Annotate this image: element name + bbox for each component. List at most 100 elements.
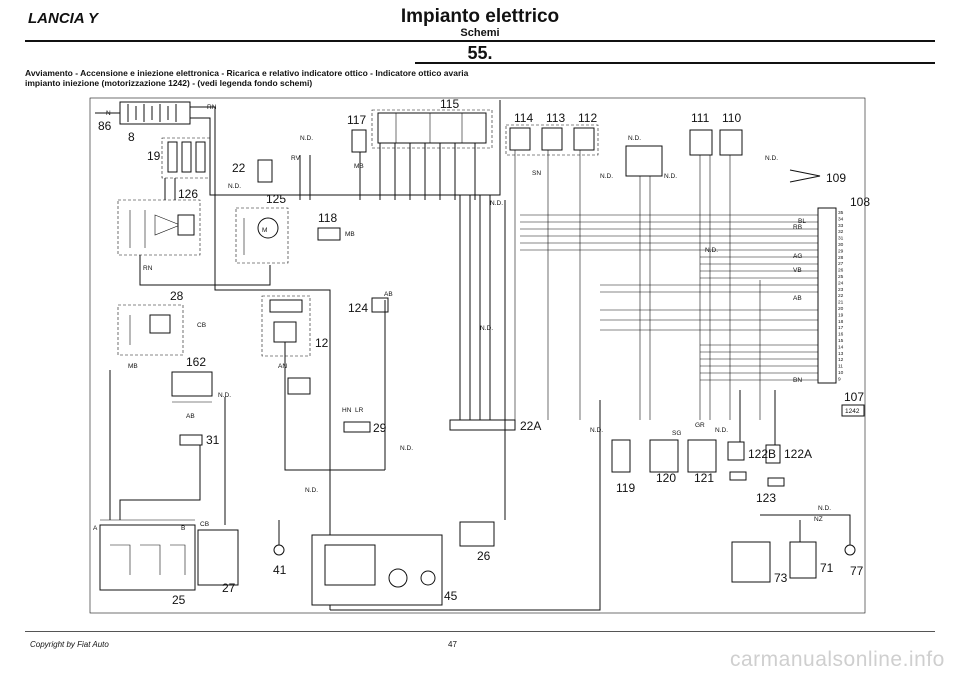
label-1242-box: [841, 404, 865, 417]
wire-nd-119: N.D.: [590, 427, 603, 434]
label-12: 12: [315, 336, 329, 350]
sensor-121: [687, 439, 717, 473]
sensors-111-110: [689, 129, 743, 156]
wire-ab-124: AB: [384, 291, 393, 298]
page-footer-number: 47: [448, 640, 457, 649]
coil-12: [261, 295, 311, 357]
wire-cb-28: CB: [197, 322, 206, 329]
relay-126: [117, 199, 201, 256]
connector-pin-label: 28: [838, 255, 844, 261]
component-73: [731, 541, 771, 583]
wire-nd-109: N.D.: [765, 155, 778, 162]
wire-bundle-left: [205, 106, 280, 196]
wire-lower-left: [109, 370, 226, 525]
conn-a-25: A: [93, 525, 98, 532]
label-107: 107: [844, 390, 864, 404]
label-126: 126: [178, 187, 198, 201]
label-121: 121: [694, 471, 714, 485]
label-111: 111: [691, 111, 710, 125]
sensor-120: [649, 439, 679, 473]
connector-pin-label: 30: [838, 242, 844, 248]
sensor-31: [179, 434, 203, 446]
connector-pin-label: 16: [838, 332, 844, 338]
wire-relay-starter: [139, 255, 271, 286]
wire-rb: RB: [793, 224, 802, 231]
wire-nd-sn: N.D.: [705, 247, 718, 254]
label-27: 27: [222, 581, 236, 595]
wire-gr-121: GR: [695, 422, 705, 429]
injector-22a: [449, 419, 516, 431]
connector-pin-label: 24: [838, 280, 844, 286]
wire-nd-29: N.D.: [400, 445, 413, 452]
label-28: 28: [170, 289, 184, 303]
switch-26: [459, 521, 495, 547]
wire-ab-162: AB: [186, 413, 195, 420]
wire-nd-162: N.D.: [218, 392, 231, 399]
wire-bottom: [330, 400, 601, 611]
connector-pin-label: 9: [838, 376, 841, 382]
relay-22: [257, 159, 273, 183]
connector-107: [817, 207, 837, 384]
wire-bundle-centre: [384, 195, 506, 520]
wire-nd-mid: N.D.: [600, 173, 613, 180]
label-119: 119: [616, 481, 635, 495]
wire-fuse-relay: [164, 178, 176, 200]
wire-an-12: AN: [278, 363, 287, 370]
connector-pin-label: 14: [838, 344, 844, 350]
label-115: 115: [440, 97, 459, 111]
label-26: 26: [477, 549, 491, 563]
label-122a: 122A: [784, 447, 812, 461]
plug-12: [287, 377, 311, 395]
wire-nz: NZ: [814, 516, 823, 523]
wire-ab: AB: [793, 295, 802, 302]
connector-pin-label: 32: [838, 229, 844, 235]
label-8: 8: [128, 130, 135, 144]
wire-12-down: [284, 342, 385, 471]
wire-bl: BL: [798, 218, 806, 225]
connector-pin-label: 18: [838, 319, 844, 325]
starter-motor-125: [235, 207, 289, 264]
label-162: 162: [186, 355, 206, 369]
label-114: 114: [514, 111, 533, 125]
wire-vb: VB: [793, 267, 802, 274]
wire-verticals-right: [514, 150, 761, 420]
label-118: 118: [318, 211, 337, 225]
wire-nd-22a: N.D.: [480, 325, 493, 332]
connector-pin-label: 21: [838, 300, 844, 306]
label-25: 25: [172, 593, 186, 607]
diagram-caption: Avviamento - Accensione e iniezione elet…: [25, 68, 469, 88]
label-113: 113: [546, 111, 565, 125]
label-110: 110: [722, 111, 741, 125]
wire-main-bus: [280, 100, 501, 196]
wire-ag: AG: [793, 253, 802, 260]
alternator-28: [117, 304, 184, 356]
diagram-frame: [89, 97, 866, 614]
wire-sg-120: SG: [672, 430, 681, 437]
wire-n-86: N: [106, 110, 111, 117]
relay-block: [625, 145, 663, 177]
connector-109: [789, 169, 821, 183]
label-86: 86: [98, 119, 112, 133]
wire-nd-77: N.D.: [818, 505, 831, 512]
connector-pin-label: 12: [838, 357, 844, 363]
page-title: Impianto elettrico: [400, 6, 560, 27]
battery-8: [95, 101, 205, 125]
wire-nd-left: N.D.: [490, 200, 503, 207]
wire-nd-121: N.D.: [715, 427, 728, 434]
connector-pin-label: 20: [838, 306, 844, 312]
wire-77: [760, 514, 851, 542]
wire-rv-117: RV: [291, 155, 301, 162]
injectors-122: [727, 441, 785, 487]
component-71: [789, 541, 817, 579]
header-rule: [25, 40, 935, 42]
connector-pin-label: 23: [838, 287, 844, 293]
model-name: LANCIA Y: [28, 10, 99, 27]
sensor-29: [343, 421, 371, 433]
connector-pin-label: 13: [838, 351, 844, 357]
section-number: 55.: [467, 43, 493, 63]
connector-pin-label: 10: [838, 370, 844, 376]
wire-lr-29: LR: [355, 407, 364, 414]
label-71: 71: [820, 561, 834, 575]
wire-nd-22: N.D.: [228, 183, 241, 190]
section-rule: [415, 62, 935, 64]
